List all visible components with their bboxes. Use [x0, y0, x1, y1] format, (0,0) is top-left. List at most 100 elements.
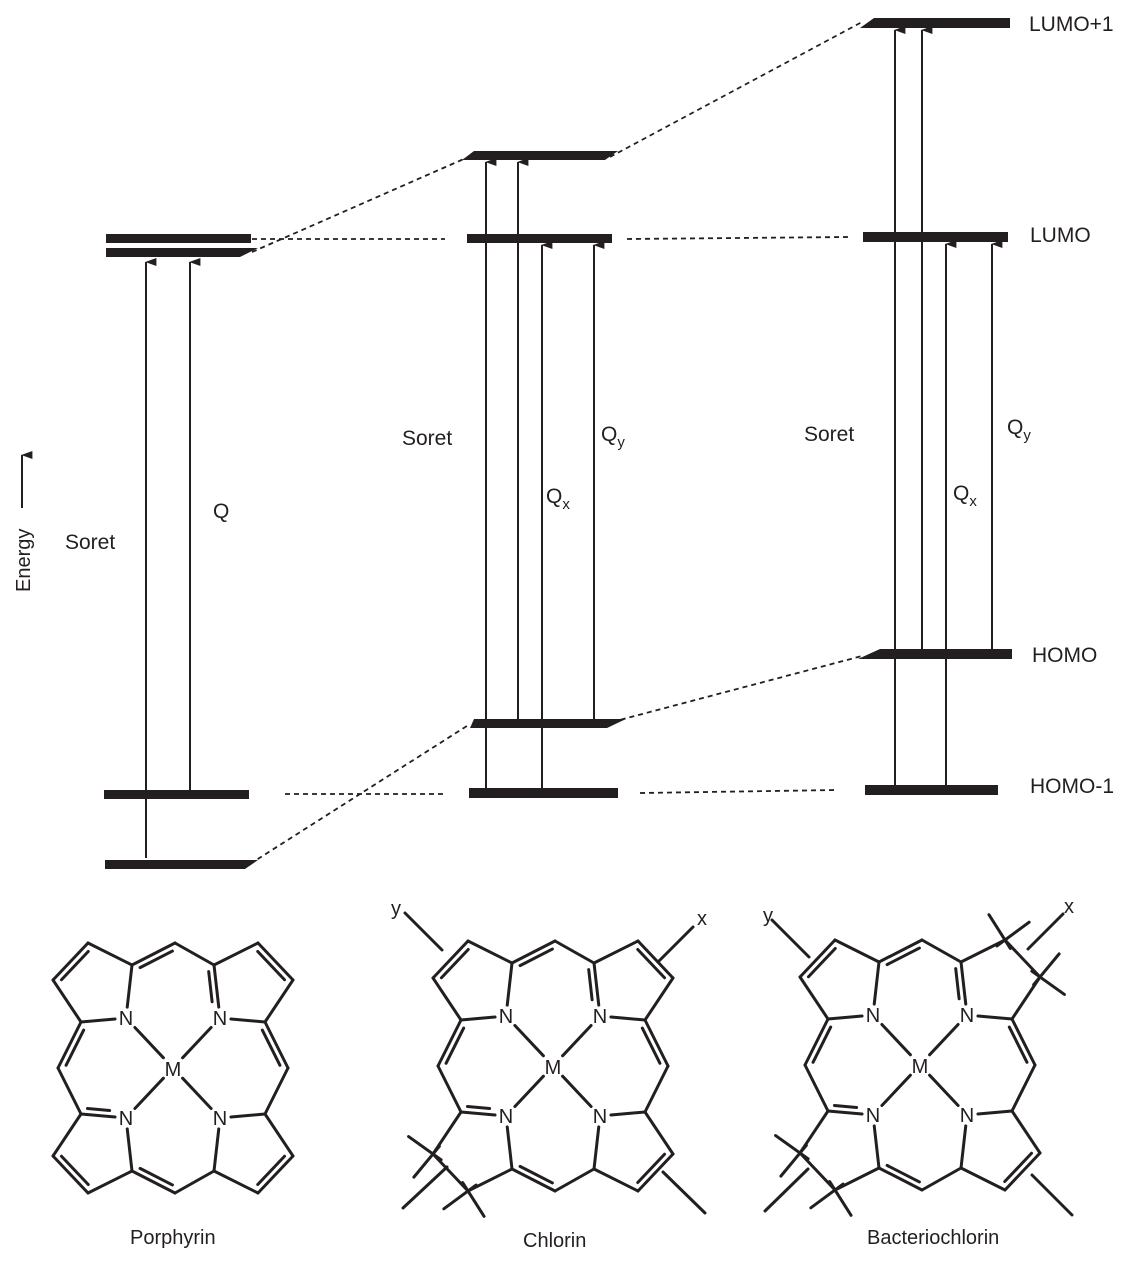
energy-axis: Energy — [13, 451, 35, 592]
n-alpha-bond — [592, 1125, 601, 1171]
bond — [263, 1020, 290, 1070]
orbital-labels: LUMO+1 LUMO HOMO HOMO-1 — [1029, 13, 1114, 798]
nitrogen-atom: N — [213, 1108, 227, 1130]
n-alpha-bond — [212, 1127, 221, 1173]
substituent-line — [1030, 1173, 1074, 1217]
bond — [959, 960, 968, 1006]
chlorin-qy-label: Qy — [601, 423, 625, 451]
n-alpha-bond — [505, 961, 514, 1007]
alpha-beta-bond — [263, 978, 295, 1024]
methyl-substituent — [412, 1144, 441, 1179]
methyl-substituent — [1032, 952, 1061, 987]
n-alpha-bond — [609, 1110, 647, 1117]
double-bond-inner-line — [885, 946, 921, 967]
alpha-beta-bond — [466, 939, 514, 965]
substituent-line — [401, 1165, 449, 1210]
bond — [636, 939, 675, 980]
double-bond-inner-line — [138, 1166, 174, 1187]
alpha-beta-bond — [592, 939, 640, 965]
bond — [256, 1154, 295, 1195]
methyl-substituent — [442, 1183, 478, 1211]
double-bond-inner-line — [1007, 1025, 1029, 1064]
meso-bond — [173, 1169, 216, 1195]
bond — [459, 1110, 497, 1117]
double-bond-inner-line — [444, 1026, 466, 1065]
alpha-beta-bond — [86, 1169, 134, 1195]
meso-bond — [643, 1064, 670, 1114]
methyl-substituent — [809, 1182, 845, 1210]
porphyrin-q-label: Q — [213, 500, 229, 523]
chlorin-x-axis-label: x — [697, 908, 707, 930]
nitrogen-atom: N — [960, 1105, 974, 1127]
n-alpha-bond — [459, 1015, 497, 1022]
n-metal-bond — [181, 1025, 213, 1060]
double-bond-inner-line — [256, 949, 287, 982]
methyl-substituent — [1030, 969, 1066, 996]
y-axis-line — [403, 911, 444, 952]
alpha-beta-bond — [212, 1169, 260, 1195]
double-bond-inner-line — [636, 1152, 667, 1185]
bond — [803, 1017, 830, 1067]
methyl-substituent — [774, 1134, 810, 1161]
bacteriochlorin-y-axis-label: y — [763, 905, 773, 927]
n-alpha-bond — [79, 1017, 117, 1024]
n-alpha-bond — [125, 963, 134, 1009]
alpha-beta-bond — [959, 1166, 1007, 1192]
nitrogen-atom: N — [960, 1005, 974, 1027]
bond — [636, 1152, 675, 1193]
double-bond-inner-line — [59, 1154, 90, 1187]
homo-correlation-line-1 — [249, 723, 471, 865]
n-alpha-bond — [959, 1124, 968, 1170]
n-metal-bond — [513, 1023, 545, 1058]
meso-bond — [553, 1167, 596, 1193]
bond — [1010, 1017, 1037, 1067]
metal-atom: M — [545, 1057, 562, 1079]
bond — [510, 1167, 557, 1193]
porphyrin-levels: Soret Q — [65, 234, 258, 869]
n-metal-bond — [561, 1023, 593, 1058]
bond — [877, 938, 924, 964]
n-alpha-bond — [125, 1127, 134, 1173]
chlorin-y-axis-label: y — [391, 898, 401, 920]
methyl-substituent — [779, 1143, 808, 1178]
n-alpha-bond — [976, 1014, 1014, 1021]
porphyrin-lumo-lower-level — [106, 248, 258, 257]
chlorin-qx-label: Qx — [546, 485, 570, 513]
alpha-beta-bond — [643, 976, 675, 1022]
bond — [56, 1020, 83, 1070]
bond — [592, 961, 601, 1007]
n-alpha-bond — [609, 1015, 647, 1022]
homo-minus-1-correlation-line-2 — [639, 789, 839, 794]
methyl-substituent — [987, 913, 1012, 950]
bond — [51, 941, 90, 982]
chlorin-lumo-plus-1-level — [462, 151, 618, 160]
methyl-substituent — [995, 920, 1031, 948]
alpha-beta-bond — [643, 1110, 675, 1156]
lumo-plus-1-correlation-line-2 — [609, 21, 863, 158]
n-metal-bond — [880, 1073, 912, 1108]
energy-axis-label: Energy — [13, 529, 35, 592]
double-bond-inner-line — [1003, 1151, 1034, 1184]
n-metal-bond — [880, 1022, 912, 1057]
double-bond-inner-line — [954, 967, 961, 1001]
bond — [643, 1018, 670, 1068]
bond — [212, 963, 221, 1009]
alpha-beta-bond — [592, 1167, 640, 1193]
double-bond-inner-line — [86, 1107, 112, 1113]
lumo-correlation-line-2 — [626, 236, 849, 240]
double-bond-inner-line — [260, 1028, 282, 1067]
nitrogen-atom: N — [119, 1008, 133, 1030]
n-alpha-bond — [505, 1125, 514, 1171]
double-bond-inner-line — [587, 968, 594, 1002]
double-bond-inner-line — [256, 1154, 287, 1187]
y-axis-line — [770, 918, 811, 959]
bacteriochlorin-lumo-level — [863, 232, 1008, 242]
n-metal-bond — [928, 1073, 960, 1108]
meso-bond — [436, 1064, 463, 1114]
methyl-substituent — [407, 1135, 443, 1162]
double-bond-inner-line — [518, 947, 554, 968]
chlorin-levels: Soret Qy Qx — [402, 151, 626, 798]
n-alpha-bond — [872, 960, 881, 1006]
